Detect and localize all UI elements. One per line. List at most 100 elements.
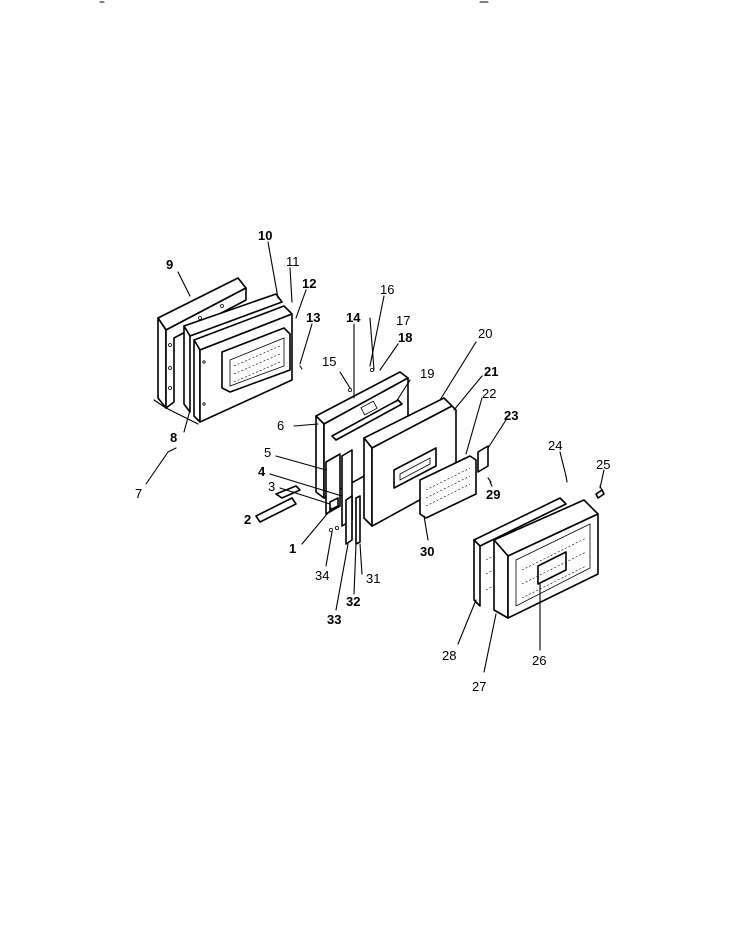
label-25: 25 (596, 457, 610, 472)
part-2-handle (255, 497, 297, 523)
label-32: 32 (346, 594, 360, 609)
part-12-screw (202, 360, 206, 364)
part-25-screw (595, 489, 605, 499)
part-8-strip (165, 407, 199, 425)
leader-13 (299, 323, 313, 365)
leader-9 (177, 271, 191, 297)
leader-12 (295, 289, 307, 319)
part-10-panel-side (183, 325, 191, 413)
label-6: 6 (277, 418, 284, 433)
label-13: 13 (306, 310, 320, 325)
part-23-bracket (477, 445, 489, 473)
leader-30 (423, 515, 429, 541)
leader-8 (183, 409, 191, 433)
leader-6 (293, 423, 319, 427)
leader-18 (379, 343, 399, 371)
label-5: 5 (264, 445, 271, 460)
leader-32 (353, 543, 357, 595)
leader-5 (275, 455, 327, 471)
part-27-frame-inner (515, 523, 591, 607)
label-2: 2 (244, 512, 251, 527)
label-18: 18 (398, 330, 412, 345)
leader-16 (369, 295, 385, 367)
part-19-frame-top (331, 399, 403, 441)
label-30: 30 (420, 544, 434, 559)
label-34: 34 (315, 568, 329, 583)
part-12-screw (202, 402, 206, 406)
lower-door-assembly (473, 475, 605, 619)
part-15-screw (347, 387, 352, 392)
label-15: 15 (322, 354, 336, 369)
label-3: 3 (268, 479, 275, 494)
leader-25 (599, 469, 605, 489)
part-31-strip (355, 495, 361, 545)
center-door-assembly (255, 367, 492, 545)
leader-lines (145, 241, 605, 673)
part-13-clip (299, 365, 303, 370)
part-9-frame-side (157, 317, 167, 409)
leader-15 (339, 371, 351, 389)
label-22: 22 (482, 386, 496, 401)
leader-17 (369, 317, 375, 371)
leader-20 (439, 341, 477, 401)
label-20: 20 (478, 326, 492, 341)
part-1-clip (329, 497, 339, 511)
label-11: 11 (286, 254, 300, 269)
label-27: 27 (472, 679, 486, 694)
part-8-strip (153, 399, 167, 409)
part-12-panel-side (193, 339, 201, 423)
leader-28 (457, 599, 477, 645)
part-21-handle-slot-inner (399, 457, 431, 481)
label-28: 28 (442, 648, 456, 663)
label-33: 33 (327, 612, 341, 627)
label-29: 29 (486, 487, 500, 502)
leader-11 (289, 267, 293, 303)
part-6-panel-side (315, 415, 325, 499)
part-29-screw (487, 477, 492, 483)
leader-29 (489, 481, 493, 487)
label-8: 8 (170, 430, 177, 445)
leader-19 (395, 379, 411, 403)
part-14-bracket (360, 400, 378, 416)
leader-10 (267, 241, 279, 299)
leader-7 (145, 451, 169, 485)
label-19: 19 (420, 366, 434, 381)
leader-24 (559, 451, 567, 477)
part-33-strip (345, 495, 353, 545)
callout-labels: 1 2 3 4 5 6 7 8 9 10 11 12 13 14 15 16 1… (135, 228, 610, 694)
label-14: 14 (346, 310, 361, 325)
part-9-screw (168, 343, 172, 347)
label-10: 10 (258, 228, 272, 243)
part-13-glass-hatch (233, 345, 281, 383)
part-3-handle-piece (275, 485, 301, 499)
label-23: 23 (504, 408, 518, 423)
part-9-screw (220, 304, 224, 308)
leader-21 (453, 375, 483, 411)
part-34-screw (328, 528, 333, 533)
label-1: 1 (289, 541, 296, 556)
label-12: 12 (302, 276, 316, 291)
part-16-screw (369, 367, 374, 372)
leader-4 (269, 473, 343, 497)
leader-31 (359, 543, 363, 575)
part-26-window (537, 551, 567, 585)
label-31: 31 (366, 571, 380, 586)
upper-door-assembly (153, 277, 303, 425)
leader-33 (335, 543, 349, 611)
leader-34 (325, 531, 333, 567)
label-24: 24 (548, 438, 562, 453)
label-7: 7 (135, 486, 142, 501)
leader-1 (301, 507, 333, 545)
part-20-panel-side (363, 437, 373, 527)
label-21: 21 (484, 364, 498, 379)
leader-27 (483, 613, 497, 673)
label-9: 9 (166, 257, 173, 272)
label-26: 26 (532, 653, 546, 668)
part-13-glass (221, 327, 291, 393)
part-28-glass-side (473, 539, 481, 607)
part-24-pin (565, 475, 568, 483)
part-9-screw (168, 386, 172, 390)
leader-3 (279, 487, 331, 505)
leader-23 (487, 419, 507, 449)
